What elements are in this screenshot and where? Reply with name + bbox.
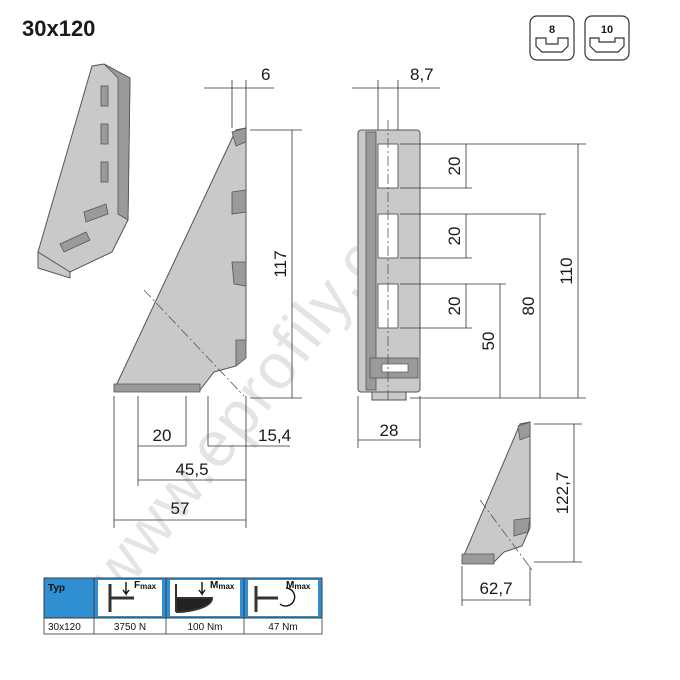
- dim-front-top-width: 8,7: [410, 65, 434, 84]
- section-dimensions: 122,7 62,7: [461, 423, 582, 606]
- rotate-arrow-icon: [279, 587, 296, 607]
- table-cell-mmax: 100 Nm: [187, 622, 222, 633]
- slot-badge-8: 8: [529, 15, 575, 61]
- dim-section-height: 122,7: [553, 472, 572, 515]
- dim-front-pitch-2: 20: [445, 227, 464, 246]
- table-header-mmax2: Mmax: [286, 580, 311, 591]
- slot-badge-10: 10: [584, 15, 630, 61]
- dim-front-h50: 50: [479, 332, 498, 351]
- force-icon: [108, 584, 134, 612]
- drawing-title: 30x120: [22, 16, 95, 41]
- dim-side-base: 57: [171, 499, 190, 518]
- table-header-typ: Typ: [48, 583, 65, 594]
- table-cell-fmax: 3750 N: [114, 622, 146, 633]
- dim-front-pitch-3: 20: [445, 297, 464, 316]
- dim-front-width: 28: [380, 421, 399, 440]
- dim-front-h110: 110: [557, 257, 576, 284]
- isometric-view: [37, 63, 131, 279]
- table-cell-mmax2: 47 Nm: [268, 622, 297, 633]
- arrow-down-icon: [198, 582, 206, 597]
- table-header-mmax: Mmax: [210, 580, 235, 591]
- dim-side-slot-offset: 20: [153, 426, 172, 445]
- dim-side-mid: 45,5: [175, 460, 208, 479]
- front-dimensions: 8,7 28 20 20 20 50 80 110: [352, 65, 586, 448]
- dim-side-height: 117: [271, 250, 290, 277]
- dim-section-width: 62,7: [479, 579, 512, 598]
- table-header-fmax: Fmax: [134, 580, 157, 591]
- slot-profile-icon: [535, 37, 569, 53]
- torsion-icon: [254, 586, 278, 612]
- slot-badge-10-label: 10: [601, 24, 613, 36]
- section-view: [461, 421, 533, 571]
- side-dimensions: 6 117 20 15,4 45,5 57: [113, 65, 302, 528]
- moment-icon: [175, 584, 214, 613]
- dim-side-top-width: 6: [261, 65, 270, 84]
- table-cell-typ: 30x120: [48, 622, 81, 633]
- slot-badge-8-label: 8: [549, 24, 555, 36]
- slot-profile-icon: [589, 37, 625, 53]
- dim-side-inner: 15,4: [258, 426, 291, 445]
- side-view: [113, 127, 247, 397]
- dim-front-pitch-1: 20: [445, 157, 464, 176]
- dim-front-h80: 80: [519, 297, 538, 316]
- load-table: Typ Fmax Mmax Mmax 30x120 3750 N 100 Nm …: [43, 577, 323, 635]
- front-view: [357, 120, 421, 402]
- arrow-down-icon: [122, 582, 130, 597]
